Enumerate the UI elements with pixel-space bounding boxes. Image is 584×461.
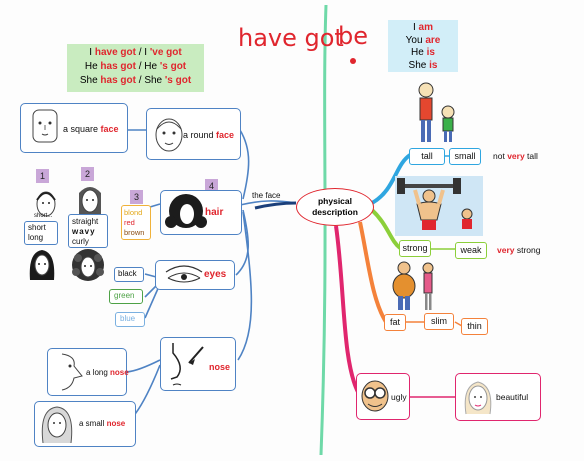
red-dot bbox=[350, 58, 356, 64]
the-face-label: the face bbox=[252, 191, 281, 200]
long-nose-face-icon bbox=[61, 353, 83, 391]
beautiful-box: beautiful bbox=[455, 373, 541, 421]
round-face-label: a round face bbox=[183, 130, 235, 140]
weak-box: weak bbox=[455, 242, 487, 259]
hair-colour-brown: brown bbox=[124, 228, 145, 237]
strong-weak-picture bbox=[395, 176, 483, 236]
square-face-icon bbox=[32, 109, 58, 143]
have-got-line-2: He has got / He 's got bbox=[84, 61, 187, 72]
small-nose-box: a small nose bbox=[34, 401, 136, 447]
branch-round-line bbox=[239, 129, 250, 200]
hair-length-short: short bbox=[28, 223, 46, 232]
small-nose-label: a small nose bbox=[79, 419, 126, 428]
ugly-label: ugly bbox=[391, 392, 407, 402]
hair-colour-blond: blond bbox=[124, 208, 143, 217]
hair-colour-line bbox=[149, 203, 161, 208]
nose-long-line bbox=[124, 359, 161, 373]
be-line-2: You are bbox=[405, 34, 441, 46]
very-strong-label: very strong bbox=[497, 245, 541, 255]
nose-label: nose bbox=[209, 362, 231, 372]
beautiful-label: beautiful bbox=[496, 392, 529, 402]
hair-number-1: 1 bbox=[36, 169, 49, 183]
small-box: small bbox=[449, 148, 481, 165]
be-line-1: I am bbox=[412, 22, 433, 33]
have-got-title: have got bbox=[238, 24, 344, 52]
long-nose-label: a long nose bbox=[86, 368, 129, 377]
tall-and-small-people-icon bbox=[418, 82, 455, 142]
eyes-blue-box: blue bbox=[115, 312, 145, 327]
tall-branch-line bbox=[370, 153, 412, 205]
thin-box: thin bbox=[461, 318, 488, 335]
have-got-line-1: I have got / I 've got bbox=[89, 47, 182, 58]
nose-box: nose bbox=[160, 337, 236, 391]
physical-description-node: physical description bbox=[296, 188, 374, 226]
hair-colour-box: blond red brown bbox=[121, 205, 151, 240]
hair-number-4: 4 bbox=[205, 179, 218, 193]
slim-box: slim bbox=[424, 313, 454, 330]
ugly-box: ugly bbox=[356, 373, 410, 420]
strong-box: strong bbox=[399, 240, 431, 257]
strong-branch-line bbox=[370, 208, 402, 250]
hair-label: hair bbox=[205, 207, 224, 218]
long-nose-box: a long nose bbox=[47, 348, 129, 396]
eyes-box: eyes bbox=[155, 260, 235, 290]
hair-texture-straight: straight bbox=[72, 217, 99, 226]
nose-icon bbox=[170, 343, 204, 386]
short-hair-face-icon bbox=[36, 191, 56, 217]
branch-nose-line bbox=[237, 211, 253, 361]
not-very-tall-label: not very tall bbox=[493, 151, 538, 161]
hair-number-2: 2 bbox=[81, 167, 94, 181]
eye-icon bbox=[165, 265, 203, 283]
eyes-label: eyes bbox=[204, 269, 227, 280]
square-face-label: a square face bbox=[63, 124, 119, 134]
hair-texture-curly: curly bbox=[72, 237, 89, 246]
hair-box: hair bbox=[160, 190, 242, 235]
long-hair-face-icon bbox=[29, 250, 55, 280]
hair-length-box: short long bbox=[24, 221, 58, 245]
strong-and-weak-men-icon bbox=[397, 178, 473, 230]
be-box: I am You are He is She is bbox=[388, 20, 458, 72]
be-title: be bbox=[338, 22, 368, 50]
beautiful-face-icon bbox=[464, 381, 492, 415]
fat-and-slim-people-icon bbox=[392, 261, 434, 310]
ugly-face-icon bbox=[361, 380, 389, 412]
fat-branch-line bbox=[358, 221, 388, 324]
hair-number-3: 3 bbox=[130, 190, 143, 204]
fat-box: fat bbox=[384, 314, 406, 331]
round-face-box: a round face bbox=[146, 108, 241, 160]
hair-texture-wavy: wavy bbox=[72, 227, 96, 236]
round-face-icon bbox=[155, 118, 183, 152]
short-caption: short... bbox=[34, 213, 53, 219]
have-got-line-3: She has got / She 's got bbox=[79, 75, 192, 86]
ugly-branch-line bbox=[334, 225, 360, 393]
curly-hair-icon bbox=[165, 194, 207, 228]
tall-box: tall bbox=[409, 148, 445, 165]
face-thick-line bbox=[254, 201, 297, 210]
hair-length-long: long bbox=[28, 233, 44, 242]
square-face-box: a square face bbox=[20, 103, 128, 153]
have-got-box: I have got / I 've got He has got / He '… bbox=[67, 44, 204, 92]
be-line-3: He is bbox=[411, 47, 435, 58]
center-divider-line bbox=[319, 4, 328, 456]
eyes-black-box: black bbox=[114, 267, 144, 282]
hair-texture-box: straight wavy curly bbox=[68, 214, 108, 248]
straight-hair-face-icon bbox=[79, 187, 101, 215]
be-line-4: She is bbox=[408, 59, 438, 71]
hair-colour-red: red bbox=[124, 218, 135, 227]
small-nose-face-icon bbox=[41, 406, 73, 444]
curly-hair-face-icon bbox=[72, 249, 104, 281]
eyes-green-box: green bbox=[109, 289, 143, 304]
